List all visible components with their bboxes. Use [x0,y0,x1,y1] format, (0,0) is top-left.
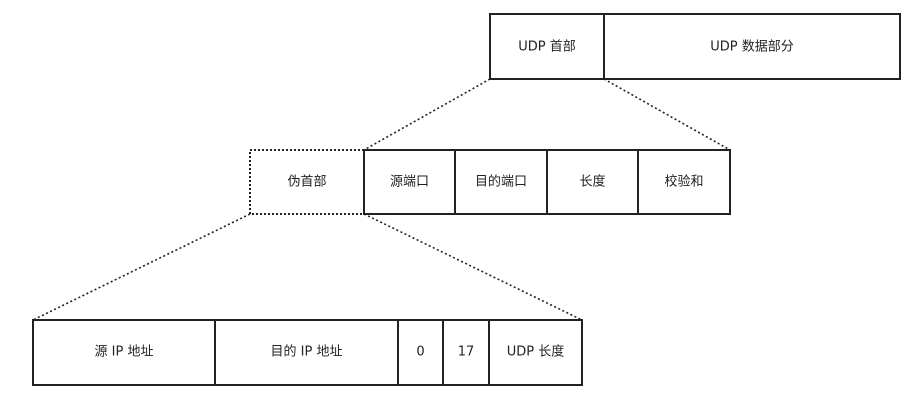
source-port-box [363,149,456,215]
length-label: 长度 [579,174,605,190]
udp-header-label: UDP 首部 [518,40,576,55]
dest-port-box [454,149,548,215]
connector-pseudo-left [32,213,251,321]
udp-data-label: UDP 数据部分 [710,40,794,55]
connector-pseudo-right [363,213,583,321]
dest-port-label: 目的端口 [475,174,527,190]
protocol-field-box [442,319,490,386]
pseudo-header-box [249,149,365,215]
udp-length-box [488,319,583,386]
udp-datagram-row: UDP 首部 UDP 数据部分 [489,13,901,80]
connector-header-right [603,78,731,151]
dest-ip-label: 目的 IP 地址 [271,344,343,360]
udp-header-box [489,13,605,80]
zero-field-label: 0 [416,345,424,360]
source-ip-label: 源 IP 地址 [95,345,154,360]
connector-header-left [363,78,491,151]
udp-header-fields-row: 伪首部 源端口 目的端口 长度 校验和 [249,149,731,215]
pseudo-header-label: 伪首部 [287,175,326,190]
pseudo-header-fields-row: 源 IP 地址 目的 IP 地址 0 17 UDP 长度 [32,319,583,386]
udp-data-box [603,13,901,80]
udp-length-label: UDP 长度 [507,344,565,360]
checksum-box [637,149,731,215]
protocol-field-label: 17 [458,345,475,360]
source-port-label: 源端口 [390,175,429,190]
checksum-label: 校验和 [664,174,703,190]
